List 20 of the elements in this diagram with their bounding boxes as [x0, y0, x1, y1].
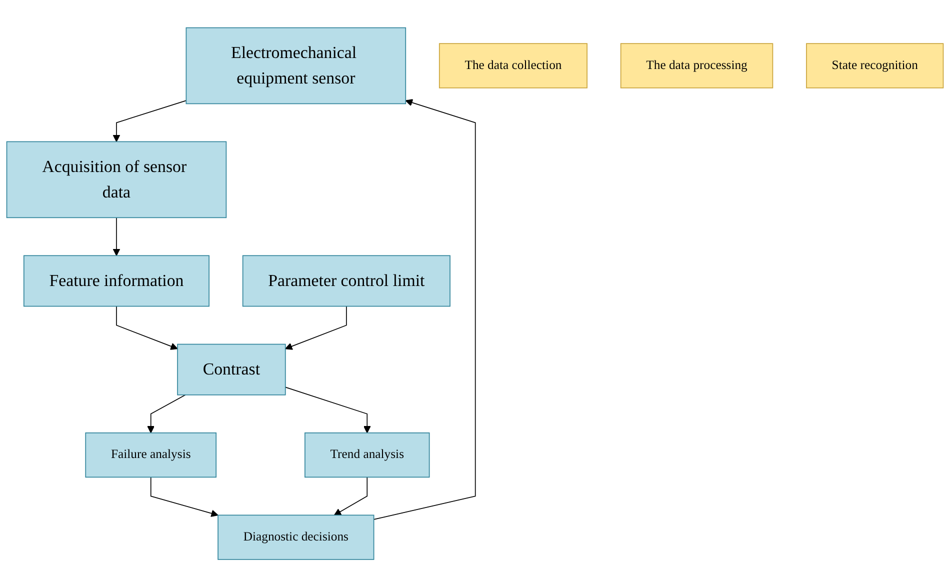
node-box: Contrast [177, 344, 286, 396]
arrow [112, 217, 120, 256]
arrow [285, 306, 347, 350]
node-box: Electromechanical equipment sensor [186, 27, 406, 104]
node-box: Feature information [23, 255, 210, 307]
node-box: Parameter control limit [242, 255, 450, 307]
arrow [147, 394, 186, 434]
arrow [116, 306, 178, 350]
arrow [112, 100, 187, 142]
node-box: The data collection [438, 43, 588, 88]
node-box: Acquisition of sensor data [6, 141, 227, 218]
node-box: The data processing [620, 43, 774, 88]
node-box: Trend analysis [304, 432, 430, 478]
arrow [334, 476, 368, 516]
arrow [150, 476, 218, 517]
node-box: Failure analysis [85, 432, 217, 478]
node-box: State recognition [806, 43, 944, 88]
node-box: Diagnostic decisions [218, 514, 374, 560]
arrow [284, 386, 371, 434]
arrow [373, 98, 476, 520]
